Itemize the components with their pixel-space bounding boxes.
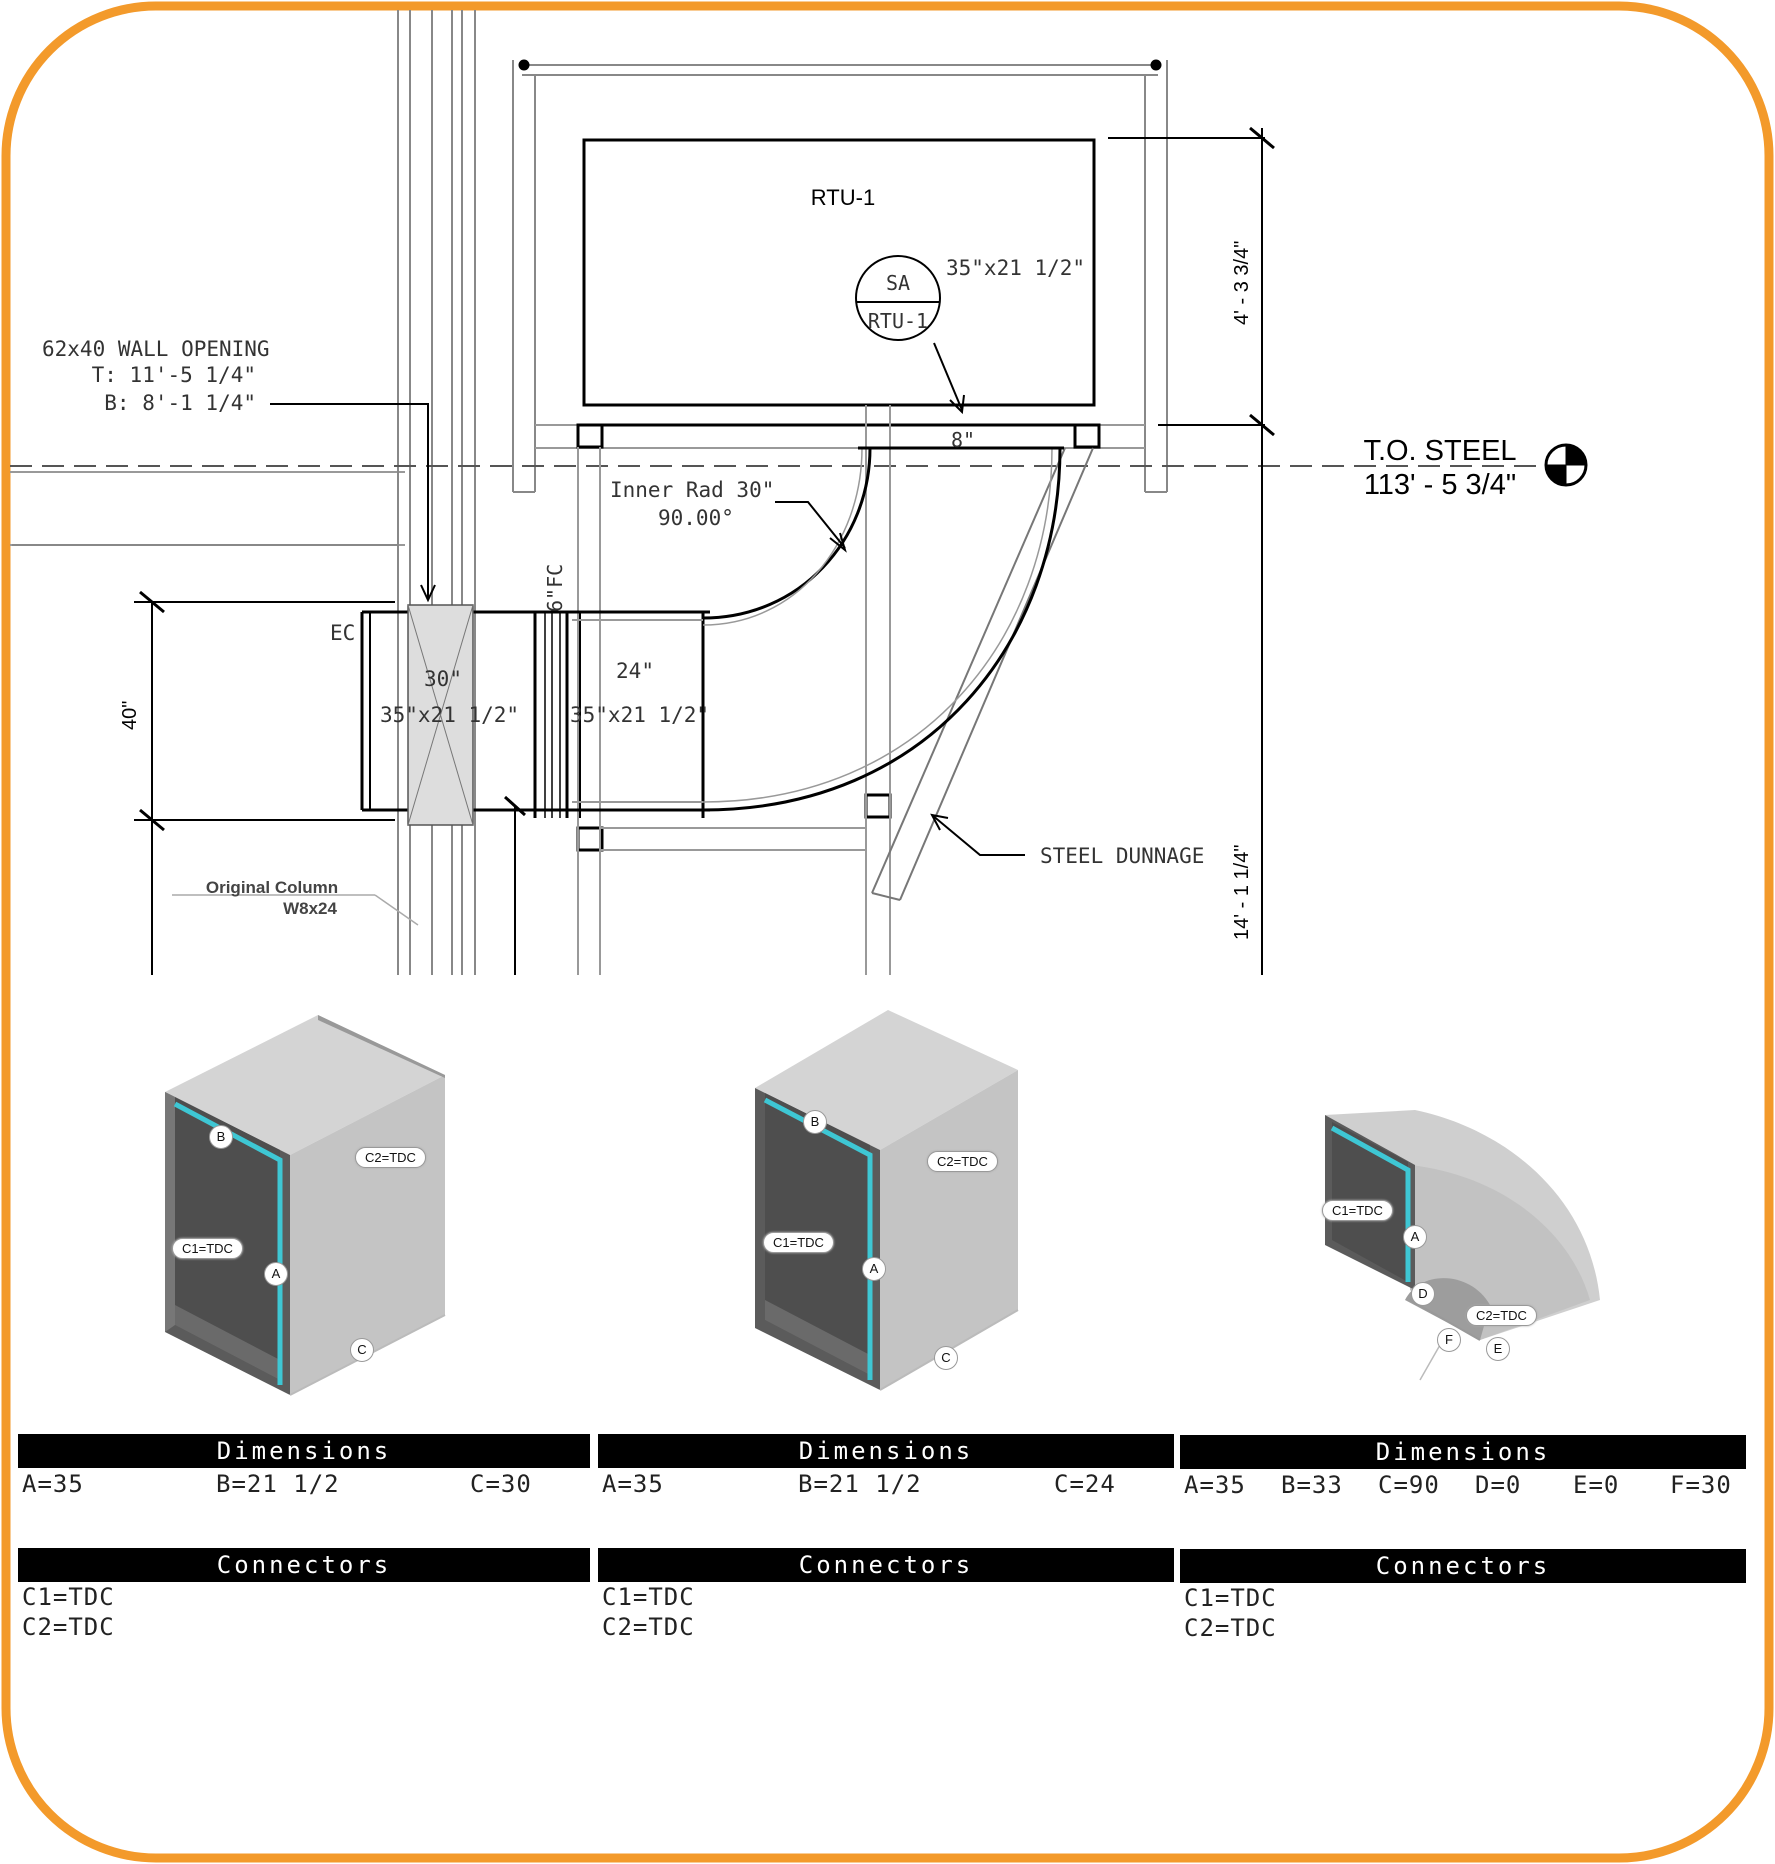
view3-connectors-table: Connectors C1=TDC C2=TDC <box>1180 1549 1746 1643</box>
view1-dim-a: A=35 <box>22 1470 84 1498</box>
view3-dimensions-table: Dimensions A=35 B=33 C=90 D=0 E=0 F=30 <box>1180 1435 1746 1499</box>
view2-dim-a: A=35 <box>602 1470 664 1498</box>
column-size: W8x24 <box>283 899 337 918</box>
view3-dim-c: C=90 <box>1378 1471 1440 1499</box>
view-2-straight-duct <box>755 1010 1019 1391</box>
view2-connectors-header: Connectors <box>598 1548 1174 1582</box>
target-symbol <box>1544 443 1588 487</box>
view3-dim-e: E=0 <box>1573 1471 1620 1499</box>
sa-tag <box>855 255 941 341</box>
view2-dimensions-header: Dimensions <box>598 1434 1174 1468</box>
view1-connector-2: C2=TDC <box>22 1613 115 1641</box>
view3-dim-b: B=33 <box>1281 1471 1343 1499</box>
view3-dim-a: A=35 <box>1184 1471 1246 1499</box>
view1-dim-b: B=21 1/2 <box>216 1470 340 1498</box>
ec-label: EC <box>330 621 355 645</box>
to-steel-elev: 113' - 5 3/4" <box>1364 469 1516 501</box>
inner-angle-text: 90.00° <box>658 506 734 530</box>
view2-dim-c: C=24 <box>1054 1470 1116 1498</box>
dim-24-text: 24" <box>616 659 654 683</box>
view3-connectors-header: Connectors <box>1180 1549 1746 1583</box>
unit-size-text: 35"x21 1/2" <box>946 256 1085 280</box>
view1-connectors-table: Connectors C1=TDC C2=TDC <box>18 1548 590 1642</box>
duct-size-right: 35"x21 1/2" <box>570 703 709 727</box>
dim-eight-text: 8" <box>951 428 975 452</box>
view1-dimensions-header: Dimensions <box>18 1434 590 1468</box>
view3-connector-2: C2=TDC <box>1184 1614 1277 1642</box>
sa-bottom-text: RTU-1 <box>868 309 928 333</box>
view1-dim-c: C=30 <box>470 1470 532 1498</box>
view3-dimensions-header: Dimensions <box>1180 1435 1746 1469</box>
view1-connectors-header: Connectors <box>18 1548 590 1582</box>
plan-drawing <box>10 10 1588 975</box>
view2-connector-1: C1=TDC <box>602 1583 695 1611</box>
view3-dim-d: D=0 <box>1475 1471 1522 1499</box>
view1-connector-1: C1=TDC <box>22 1583 115 1611</box>
duct-size-left: 35"x21 1/2" <box>380 703 519 727</box>
wall-opening-title: 62x40 WALL OPENING <box>42 337 270 361</box>
sa-top-text: SA <box>886 271 910 295</box>
view2-dimensions-table: Dimensions A=35 B=21 1/2 C=24 <box>598 1434 1174 1498</box>
inner-rad-text: Inner Rad 30" <box>610 478 774 502</box>
fc-label: 6"FC <box>543 564 567 612</box>
dim-vert-top: 4' - 3 3/4" <box>1231 241 1253 325</box>
view2-dim-b: B=21 1/2 <box>798 1470 922 1498</box>
view2-connectors-table: Connectors C1=TDC C2=TDC <box>598 1548 1174 1642</box>
view2-connector-2: C2=TDC <box>602 1613 695 1641</box>
view3-connector-1: C1=TDC <box>1184 1584 1277 1612</box>
dim-thirty-text: 30" <box>424 667 462 691</box>
dim-vert-bottom: 14' - 1 1/4" <box>1231 845 1253 940</box>
dim-40-text: 40" <box>119 701 141 730</box>
view3-dim-f: F=30 <box>1670 1471 1732 1499</box>
wall-opening-bottom: B: 8'-1 1/4" <box>104 391 256 415</box>
steel-dunnage-text: STEEL DUNNAGE <box>1040 844 1204 868</box>
column-title: Original Column <box>206 878 338 897</box>
to-steel-text: T.O. STEEL <box>1363 435 1516 467</box>
rtu-label: RTU-1 <box>811 185 875 210</box>
view1-dimensions-table: Dimensions A=35 B=21 1/2 C=30 <box>18 1434 590 1498</box>
wall-opening-top: T: 11'-5 1/4" <box>92 363 256 387</box>
